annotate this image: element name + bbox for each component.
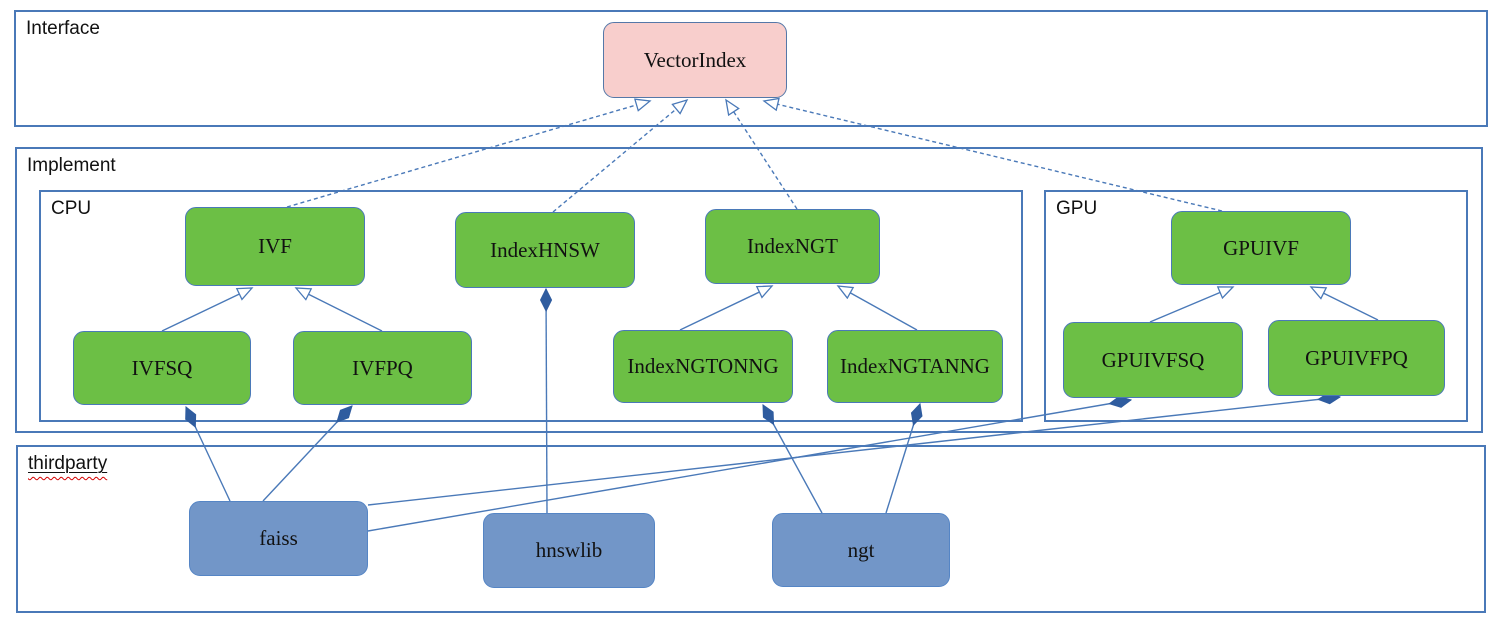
edge-indexngtonng-indexngt [679,285,774,331]
node-hnswlib: hnswlib [483,513,655,588]
node-ivf-label: IVF [258,234,292,258]
container-thirdparty: thirdparty [16,445,1486,613]
container-interface-label: Interface [26,18,100,39]
container-gpu-label: GPU [1056,198,1098,219]
container-implement-label: Implement [27,155,116,176]
node-faiss-label: faiss [259,526,298,550]
node-ivf: IVF [185,207,365,286]
node-indexhnsw-label: IndexHNSW [490,237,600,262]
edge-faiss-gpuivfpq [367,397,1340,506]
edge-faiss-gpuivfsq [367,400,1131,532]
edge-ngt-indexngtanng [885,404,920,514]
edge-gpuivfsq-gpuivf [1149,286,1235,323]
edge-gpuivf-vectorindex [762,97,1223,212]
container-implement: Implement [15,147,1483,433]
edge-ivf-vectorindex [286,98,652,208]
node-ivfpq-label: IVFPQ [352,355,413,380]
edge-faiss-ivfsq [186,407,231,502]
edge-indexngt-vectorindex [725,98,798,210]
node-vectorindex: VectorIndex [603,22,787,98]
edge-indexhnsw-vectorindex [552,98,689,213]
node-indexhnsw: IndexHNSW [455,212,635,288]
node-ivfsq-label: IVFSQ [131,355,193,380]
node-ngt: ngt [772,513,950,587]
node-ivfpq: IVFPQ [293,331,472,405]
node-indexngtonng-label: IndexNGTONNG [627,354,779,378]
node-indexngt-label: IndexNGT [747,234,838,258]
container-thirdparty-label: thirdparty [28,453,108,474]
node-gpuivfsq-label: GPUIVFSQ [1101,347,1205,372]
node-indexngtanng-label: IndexNGTANNG [840,354,990,378]
node-gpuivf-label: GPUIVF [1223,235,1299,260]
node-indexngtanng: IndexNGTANNG [827,330,1003,403]
node-gpuivfpq-label: GPUIVFPQ [1305,345,1408,370]
container-cpu-label: CPU [51,198,92,219]
edge-indexngtanng-indexngt [836,285,918,331]
container-cpu: CPU [39,190,1023,422]
node-vectorindex-label: VectorIndex [643,47,747,72]
node-indexngt: IndexNGT [705,209,880,284]
edge-ngt-indexngtonng [762,405,823,514]
edge-ivfsq-ivf [161,287,254,332]
edge-gpuivfpq-gpuivf [1309,286,1379,321]
node-ivfsq: IVFSQ [73,331,251,405]
node-faiss: faiss [189,501,368,576]
node-indexngtonng: IndexNGTONNG [613,330,793,403]
container-interface: Interface [14,10,1488,127]
edge-faiss-ivfpq [262,406,352,502]
node-hnswlib-label: hnswlib [535,538,603,562]
node-gpuivfpq: GPUIVFPQ [1268,320,1445,396]
node-gpuivf: GPUIVF [1171,211,1351,285]
container-gpu: GPU [1044,190,1468,422]
edge-ivfpq-ivf [294,287,383,332]
node-ngt-label: ngt [847,537,875,562]
edge-hnswlib-indexhnsw [546,289,547,514]
node-gpuivfsq: GPUIVFSQ [1063,322,1243,398]
